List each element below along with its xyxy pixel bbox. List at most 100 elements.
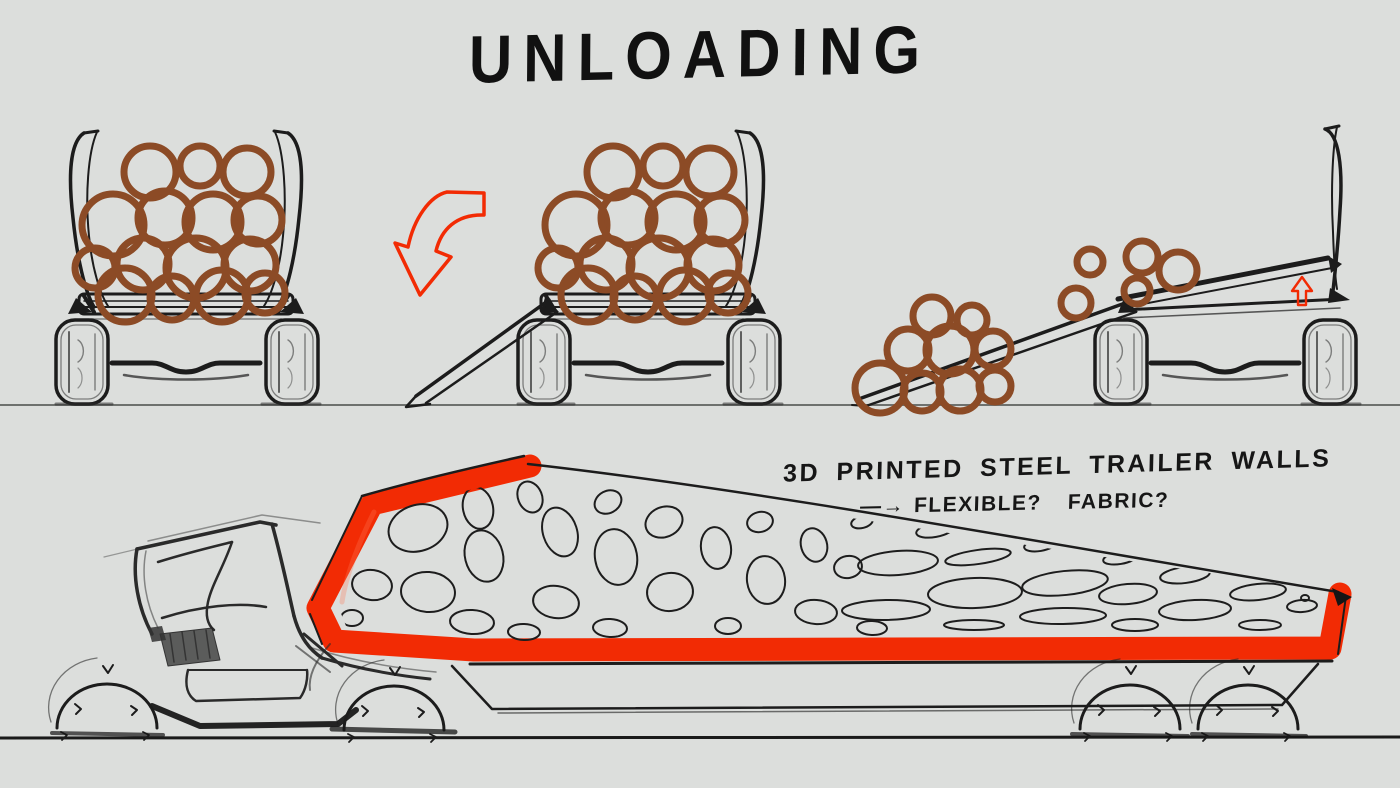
annotation-flexible: FLEXIBLE? <box>913 491 1043 518</box>
curved-down-arrow-icon <box>393 190 486 297</box>
lattice-cell <box>592 617 628 639</box>
wheel <box>47 656 159 742</box>
ground-line-bottom <box>0 735 1400 740</box>
lattice-cell <box>857 549 939 577</box>
sketch-stroke <box>292 614 324 660</box>
annotation-fabric: FABRIC? <box>1067 488 1170 514</box>
sketch-stroke <box>311 495 363 601</box>
lattice-cell <box>943 619 1005 631</box>
log <box>971 327 1015 371</box>
log <box>682 144 738 200</box>
lattice-cell <box>644 505 684 539</box>
lattice-cell <box>1158 598 1232 622</box>
sketch-stroke <box>135 520 278 551</box>
cab-seat-block <box>159 627 221 667</box>
sketch-stroke <box>571 360 725 375</box>
log <box>1073 245 1107 279</box>
sketch-stroke <box>122 373 250 381</box>
chassis-frame <box>450 662 1320 714</box>
sketch-stroke <box>468 659 1334 666</box>
log <box>693 192 749 248</box>
wheel <box>1302 318 1358 406</box>
wheel-shadows <box>50 726 1308 738</box>
log <box>241 269 289 317</box>
trailer-wall-outline <box>309 454 1347 666</box>
sketch-stroke <box>424 310 559 405</box>
sketch-stroke <box>864 310 1138 408</box>
cab-dash-block <box>148 626 166 642</box>
axle <box>109 360 263 381</box>
page-title: UNLOADING <box>468 11 932 98</box>
truck-side-view <box>47 454 1352 744</box>
wheel <box>1188 657 1300 743</box>
lattice-cell <box>1098 582 1158 606</box>
sketch-stroke <box>133 547 154 636</box>
sketch-stroke <box>1121 267 1333 309</box>
axle <box>1148 360 1302 381</box>
lattice-cell <box>714 617 742 635</box>
log <box>1155 248 1201 294</box>
lattice-cell <box>646 571 694 613</box>
truck-rear-loaded <box>54 129 322 406</box>
sketch-stroke <box>50 731 165 737</box>
rim-highlight <box>339 509 377 605</box>
wheel <box>726 318 782 406</box>
sketch-stroke <box>404 394 432 409</box>
wheel <box>1070 657 1182 743</box>
lattice-cell <box>387 503 449 553</box>
log <box>639 142 687 190</box>
axle <box>571 360 725 381</box>
lattice-cell <box>1019 606 1107 626</box>
sketch-stroke <box>82 129 100 135</box>
truck-rear-ramp-deployed <box>393 129 784 409</box>
sketch-stroke <box>584 373 712 381</box>
log-stack <box>534 142 752 326</box>
lattice-cell <box>1021 569 1109 597</box>
lattice-cell <box>516 480 544 514</box>
sketch-stroke <box>526 462 1340 594</box>
sketch-stroke <box>272 129 290 135</box>
sketch-stroke <box>1161 373 1289 381</box>
sketch-stroke <box>1123 307 1341 319</box>
lattice-cell <box>841 598 931 622</box>
log <box>1122 237 1162 277</box>
sketch-stroke <box>1148 360 1302 375</box>
sketch-stroke <box>147 514 321 542</box>
wheel <box>1093 318 1149 406</box>
sketch-stroke <box>360 454 526 498</box>
rim-corner-cap <box>1332 588 1352 606</box>
log <box>704 269 752 317</box>
long-right-arrow-icon: —→ <box>859 494 906 519</box>
wheel <box>54 318 110 406</box>
trailer-wall-red-rim <box>306 454 1352 662</box>
wall-lattice-pattern <box>340 477 1318 642</box>
sketch-stroke <box>308 643 331 691</box>
lattice-cell <box>833 554 863 580</box>
sketch-stroke <box>1120 297 1344 312</box>
trailer-wall-right <box>1323 124 1343 293</box>
lattice-cell <box>351 568 393 602</box>
sketch-stroke <box>414 298 551 398</box>
sketch-stroke <box>309 613 323 645</box>
lattice-cell <box>593 489 623 515</box>
lattice-cell <box>699 526 733 570</box>
lattice-cell <box>1297 572 1317 584</box>
sketch-stroke <box>205 540 234 632</box>
lattice-cell <box>1300 594 1310 602</box>
sketch-stroke <box>185 668 309 703</box>
sketch-stroke <box>263 131 286 307</box>
sketch-stroke <box>1331 126 1338 290</box>
cab-sketch <box>103 514 437 703</box>
log <box>230 192 286 248</box>
log <box>1120 274 1154 308</box>
lattice-cell <box>856 619 888 637</box>
wheel <box>264 318 320 406</box>
lattice-cell <box>799 527 829 563</box>
log <box>219 144 275 200</box>
log <box>644 190 708 254</box>
lattice-cell <box>944 547 1012 567</box>
lattice-cell <box>449 608 495 636</box>
lattice-cell <box>340 609 364 627</box>
